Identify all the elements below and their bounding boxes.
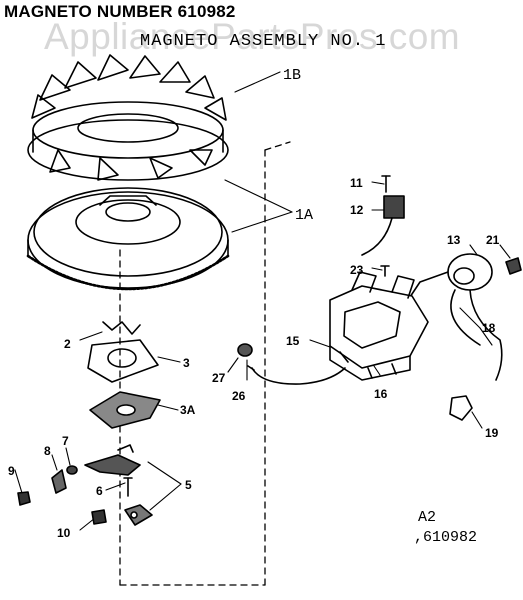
callout-19: 19 [485,426,499,440]
callout-1B: 1B [283,67,301,84]
condenser-part [361,175,405,256]
callout-2: 2 [64,337,71,351]
diagram-subtitle: MAGNETO ASSEMBLY NO. 1 [140,32,387,51]
screw-23 [380,265,390,277]
flywheel-fan [27,54,229,181]
callout-18: 18 [482,321,496,335]
ignition-wire [450,289,503,381]
stator-plate [329,271,429,381]
callout-11: 11 [350,176,363,190]
drawing-reference: A2 [418,509,437,526]
callout-26: 26 [232,389,246,403]
armature-coil [407,253,493,301]
bracket-part [51,469,67,494]
terminal-clip [505,257,522,275]
callout-16: 16 [374,387,388,401]
callout-15: 15 [286,334,300,348]
drawing-number: ,610982 [414,529,478,546]
callout-10: 10 [57,526,71,540]
watermark: AppliancePartsPros.com [44,16,461,57]
callout-12: 12 [350,203,364,217]
callout-3: 3 [183,356,190,370]
callout-5: 5 [185,478,192,492]
callout-23: 23 [350,263,364,277]
callout-27: 27 [212,371,226,385]
diagram-title: MAGNETO NUMBER 610982 [4,2,236,21]
plate-part [87,339,159,383]
callout-9: 9 [8,464,15,478]
cover-part [89,391,161,429]
square-nut-part [91,509,107,525]
callout-6: 6 [96,484,103,498]
callout-3A: 3A [180,403,196,417]
flywheel [26,187,230,291]
shim-part [102,321,141,335]
callout-1A: 1A [295,207,313,224]
callout-labels: 1B 1A 2 3 3A 5 6 7 8 9 10 11 12 13 15 16… [8,67,500,540]
screw-part [123,477,133,497]
spark-boot [449,395,473,421]
callout-21: 21 [486,233,500,247]
callout-7: 7 [62,434,69,448]
ground-wire [237,343,346,385]
breaker-points [84,444,153,526]
nut-part [17,491,31,506]
callout-8: 8 [44,444,51,458]
washer-part [66,465,78,475]
callout-13: 13 [447,233,461,247]
leader-lines [14,71,511,531]
